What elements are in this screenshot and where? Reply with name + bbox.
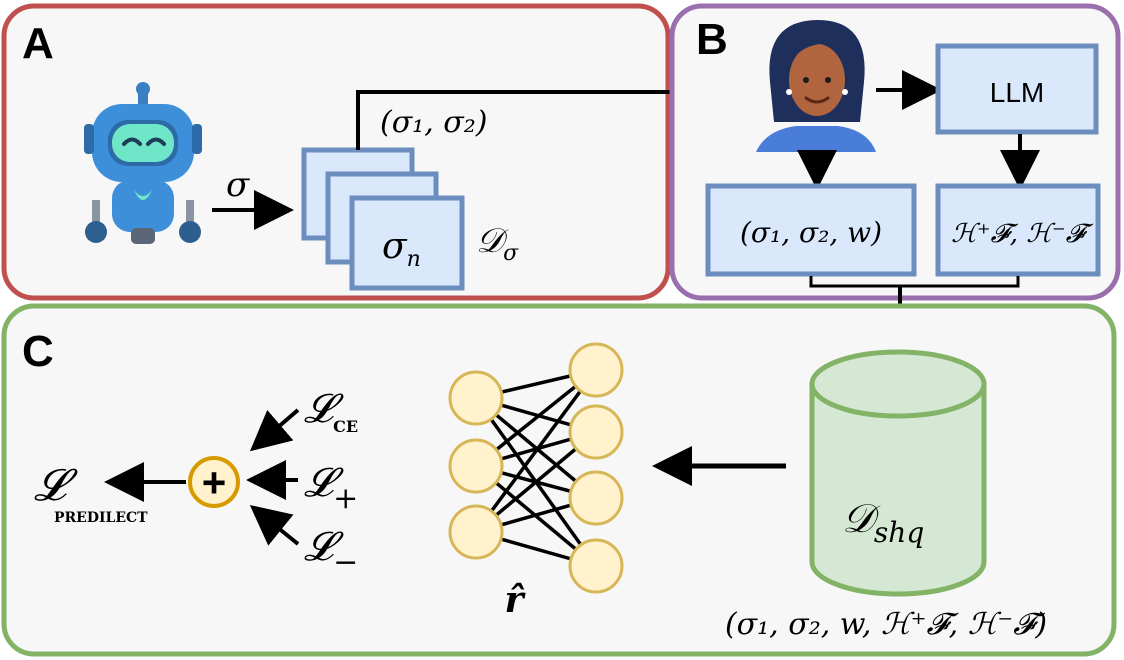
sum-node-symbol: + (202, 459, 227, 506)
hypothesis-box (935, 183, 1101, 277)
panel-a-letter: A (22, 19, 54, 68)
human-avatar-icon (756, 20, 876, 152)
merge-connector (809, 276, 1020, 288)
database-icon (809, 349, 987, 597)
loss-plus-label: 𝓛+ (304, 460, 358, 516)
database-tuple: (σ₁, σ₂, w, ℋ⁺𝓕, ℋ⁻𝓕) (725, 607, 1047, 642)
panel-b: B LLM (σ₁, σ₂, w) ℋ⁺𝓕, ℋ⁻𝓕 (669, 3, 1121, 301)
hypothesis-box-label: ℋ⁺𝓕, ℋ⁻𝓕 (951, 219, 1094, 249)
panel-b-letter: B (696, 15, 728, 64)
pair-arrow (356, 72, 753, 150)
sigma-arrow-label: σ (226, 165, 250, 205)
stack-front-label: σn (382, 226, 421, 272)
hidden-neuron (568, 538, 624, 594)
llm-box (935, 43, 1099, 135)
loss-minus-label: 𝓛− (304, 524, 358, 580)
loss-total-subscript: PREDILECT (54, 510, 148, 526)
trajectory-stack: σn (301, 147, 465, 291)
hidden-neuron (568, 342, 624, 398)
loss-ce-arrow (249, 408, 300, 452)
panel-a: A σ σn 𝒟σ (1, 3, 753, 301)
panel-c-letter: C (22, 327, 54, 376)
loss-minus-arrow (249, 504, 300, 546)
reward-network (448, 342, 624, 594)
input-neuron (448, 504, 504, 560)
input-neuron (448, 370, 504, 426)
panel-c: C 𝒟shq (σ₁, σ₂, w, ℋ⁺𝓕, ℋ⁻𝓕) (1, 303, 1117, 657)
dataset-label: 𝒟σ (476, 221, 519, 266)
network-label: r̂ (505, 579, 527, 621)
preference-box-label: (σ₁, σ₂, w) (740, 216, 882, 249)
robot-icon (84, 82, 202, 244)
sum-node (188, 456, 240, 508)
hidden-neuron (568, 404, 624, 460)
input-neuron (448, 438, 504, 494)
pair-label: (σ₁, σ₂) (380, 105, 488, 140)
stack-card-front (349, 195, 465, 291)
llm-label: LLM (990, 77, 1044, 108)
hidden-neuron (568, 470, 624, 526)
preference-box (705, 183, 917, 277)
